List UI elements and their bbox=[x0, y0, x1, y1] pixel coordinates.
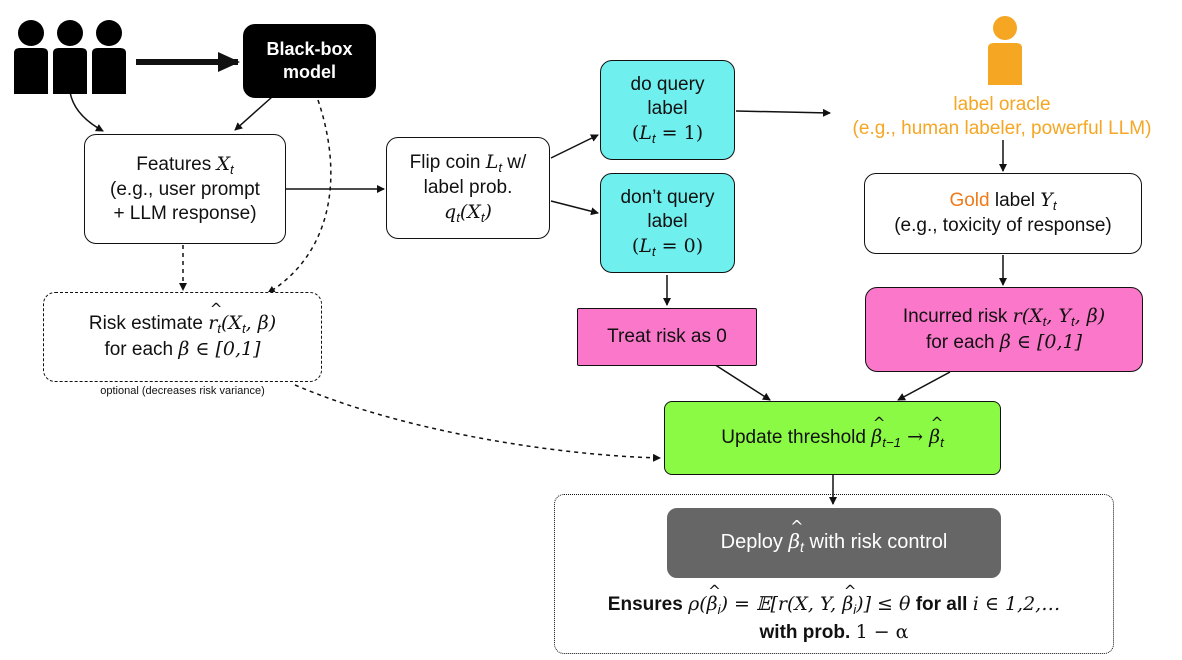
do-query-line2: label bbox=[647, 98, 688, 119]
ensures-statement: Ensures ρ(βi) = 𝔼[r(X, Y, βi)] ≤ θ for a… bbox=[554, 580, 1114, 647]
arrow-incurred-to-update bbox=[897, 371, 951, 401]
optional-note: optional (decreases risk variance) bbox=[100, 385, 265, 397]
three-people-icon bbox=[14, 20, 126, 94]
black-box-model: Black-box model bbox=[243, 24, 376, 98]
do-query-line3: (Lt = 1) bbox=[631, 122, 704, 147]
arrow-flipcoin-to-dontquery bbox=[550, 200, 599, 216]
ensures-line2: with prob. 1 − α bbox=[759, 621, 909, 644]
gold-label-line2: (e.g., toxicity of response) bbox=[894, 215, 1112, 237]
flip-coin-line1: Flip coin Lt w/ bbox=[409, 150, 527, 175]
arrow-blackbox-to-features bbox=[234, 96, 273, 131]
deployment-guarantee-container bbox=[554, 494, 1114, 654]
gold-word: Gold bbox=[949, 190, 990, 212]
risk-estimate-line1: Risk estimate rt(Xt, β) bbox=[89, 300, 276, 337]
arrow-risk-estimate-to-update bbox=[294, 384, 661, 462]
arrow-users-to-features bbox=[69, 91, 104, 132]
incurred-risk-line1: Incurred risk r(Xt, Yt, β) bbox=[902, 304, 1106, 329]
do-query-node: do query label (Lt = 1) bbox=[600, 60, 735, 160]
arrow-flipcoin-to-doquery bbox=[550, 134, 599, 159]
deploy-text: Deploy βt with risk control bbox=[721, 518, 948, 557]
flip-coin-node: Flip coin Lt w/ label prob. qt(Xt) bbox=[386, 137, 550, 239]
dont-query-line2: label bbox=[647, 211, 688, 232]
arrow-doquery-to-oracle bbox=[735, 108, 831, 117]
oracle-line2: (e.g., human labeler, powerful LLM) bbox=[852, 118, 1152, 140]
gold-label-node: Gold label Yt (e.g., toxicity of respons… bbox=[864, 173, 1142, 254]
incurred-risk-line2: for each β ∈ [0,1] bbox=[925, 330, 1083, 353]
dont-query-line3: (Lt = 0) bbox=[631, 235, 704, 260]
gold-label-line1: Gold label Yt bbox=[949, 189, 1057, 214]
features-line3: + LLM response) bbox=[113, 203, 257, 224]
do-query-line1: do query bbox=[630, 73, 705, 95]
oracle-label: label oracle (e.g., human labeler, power… bbox=[822, 93, 1182, 142]
oracle-line1: label oracle bbox=[953, 94, 1051, 115]
incurred-risk-node: Incurred risk r(Xt, Yt, β) for each β ∈ … bbox=[865, 287, 1143, 372]
deploy-node: Deploy βt with risk control bbox=[667, 508, 1001, 578]
features-node: Features Xt (e.g., user prompt + LLM res… bbox=[84, 134, 286, 244]
risk-estimate-line2: for each β ∈ [0,1] bbox=[104, 338, 261, 361]
features-line1: Features Xt bbox=[136, 152, 234, 177]
update-threshold-node: Update threshold βt−1 → βt bbox=[664, 401, 1001, 475]
black-box-line2: model bbox=[282, 62, 336, 82]
flip-coin-line3: qt(Xt) bbox=[444, 201, 492, 226]
update-threshold-text: Update threshold βt−1 → βt bbox=[721, 414, 944, 451]
treat-risk-text: Treat risk as 0 bbox=[607, 325, 727, 347]
treat-risk-node: Treat risk as 0 bbox=[577, 308, 757, 366]
flip-coin-line2: label prob. bbox=[423, 176, 513, 198]
person-icon bbox=[988, 16, 1022, 85]
features-line2: (e.g., user prompt bbox=[110, 178, 260, 200]
ensures-line1: Ensures ρ(βi) = 𝔼[r(X, Y, βi)] ≤ θ for a… bbox=[554, 580, 1114, 619]
risk-estimate-node: Risk estimate rt(Xt, β) for each β ∈ [0,… bbox=[43, 292, 322, 382]
black-box-line1: Black-box bbox=[266, 38, 353, 59]
arrow-blackbox-to-risk-estimate bbox=[267, 99, 332, 294]
dont-query-node: don’t query label (Lt = 0) bbox=[600, 173, 735, 273]
dont-query-line1: don’t query bbox=[620, 186, 715, 208]
